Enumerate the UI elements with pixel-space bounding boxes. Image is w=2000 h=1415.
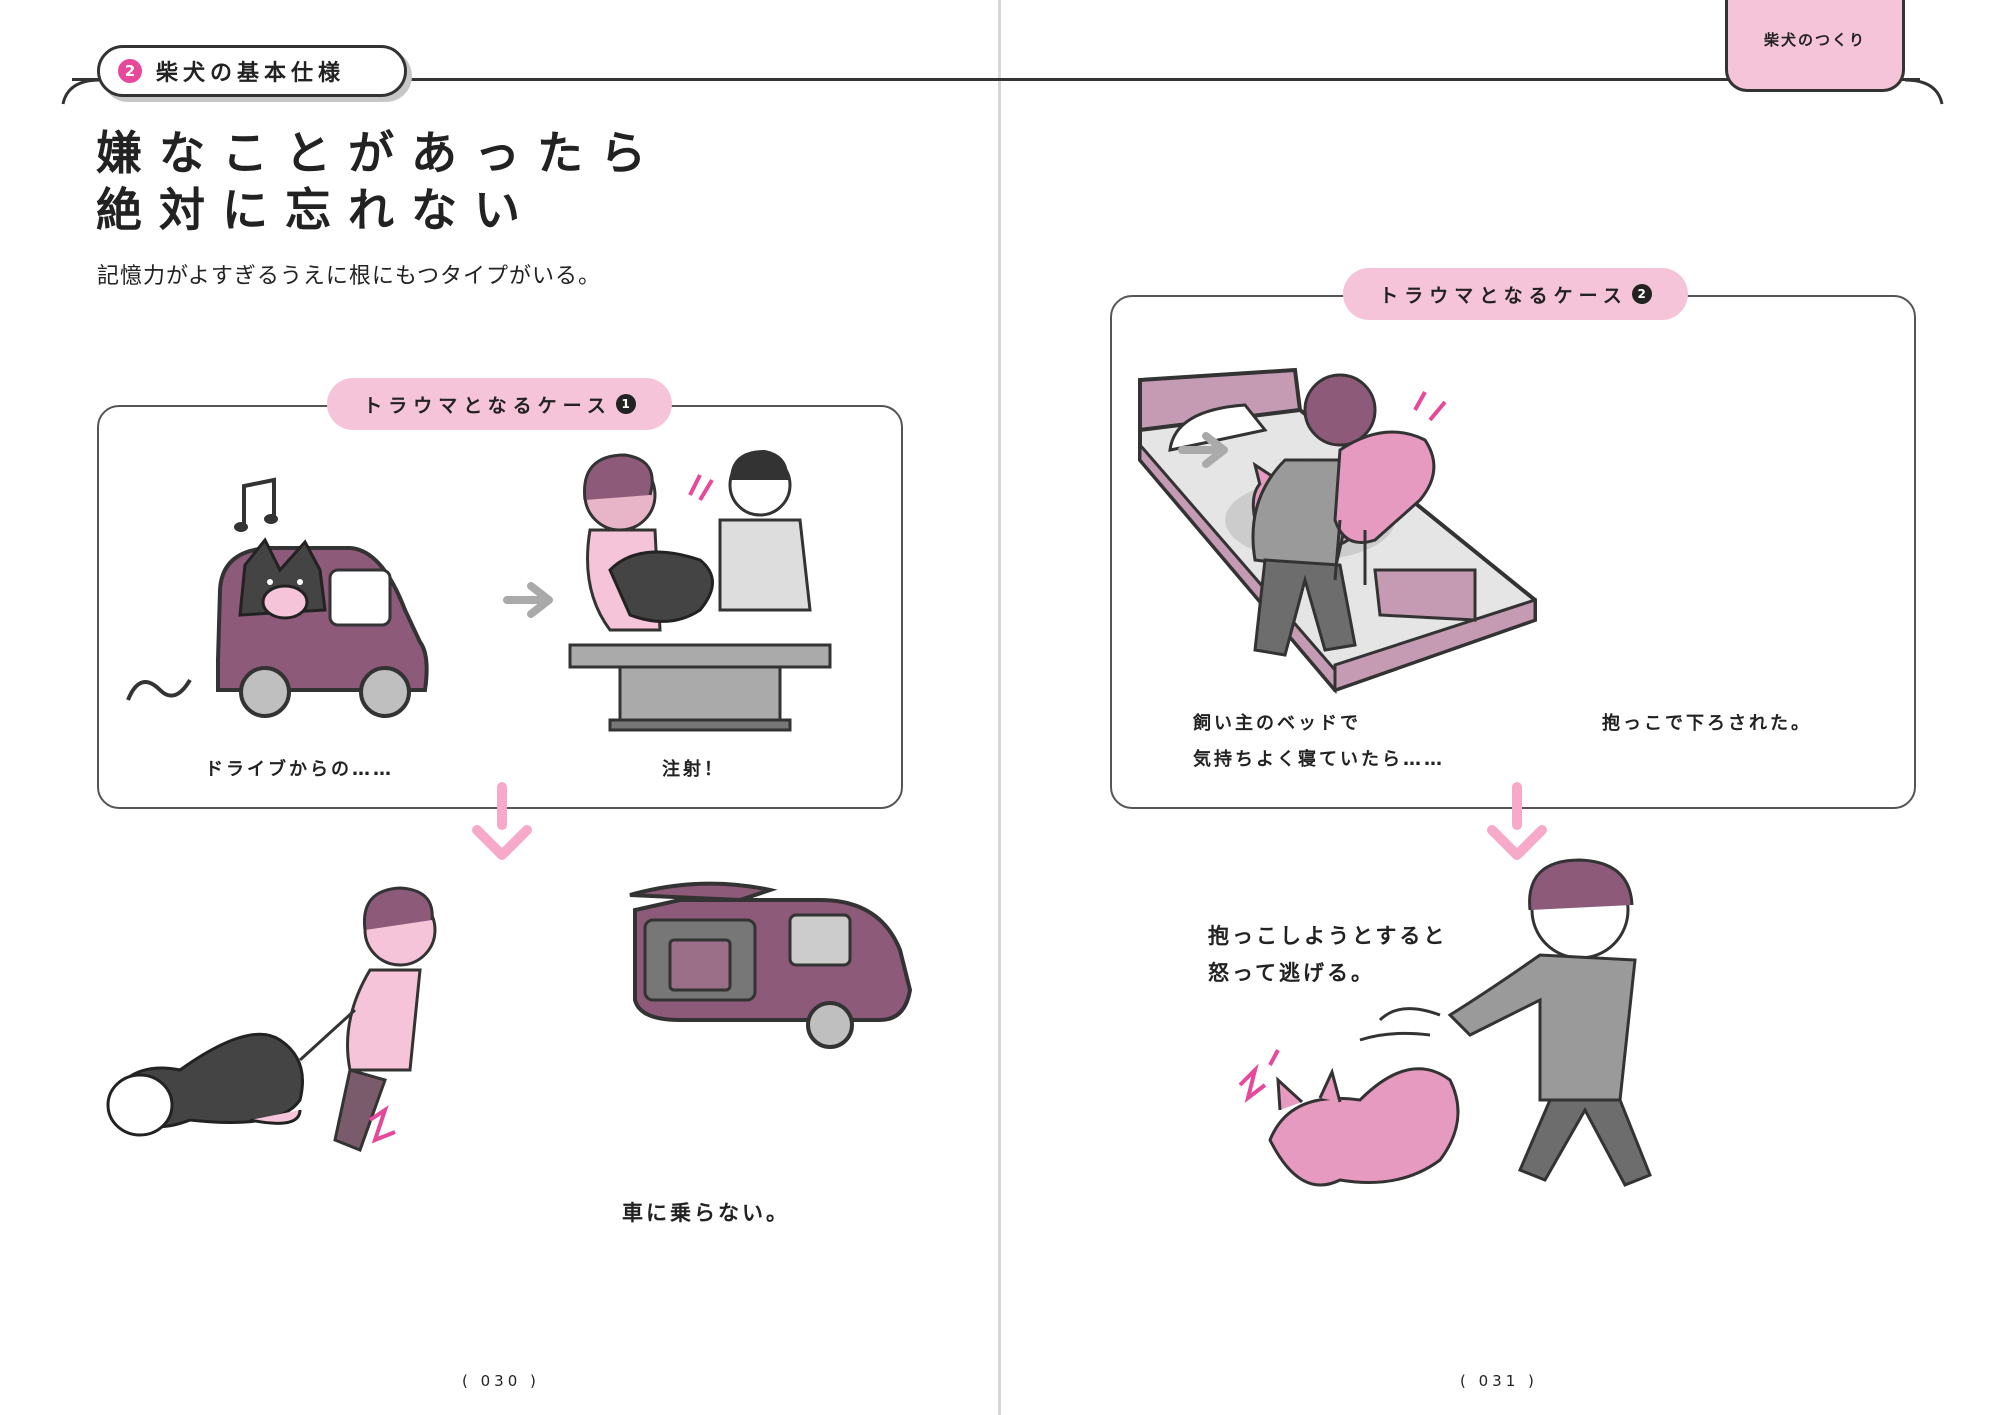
case-1-label: トラウマとなるケース [363,394,612,417]
arrow-right-icon [503,582,553,618]
page-title: 嫌なことがあったら 絶対に忘れない [96,125,663,239]
header-rule-right [1000,78,1920,81]
caption-injection: 注射！ [662,759,725,780]
arrow-down-icon-2 [1487,782,1547,860]
right-page: 柴犬のつくり トラウマとなるケース 2 飼い主のベッドで 気持ちよく寝ていたら…… [1000,0,2000,1415]
case-1-number: 1 [615,394,636,414]
music-note-icon [234,477,278,532]
section-tag-number: 2 [118,59,142,83]
vet-injection-illustration [568,450,832,732]
page-number-left: ( 030 ) [462,1372,540,1390]
section-tag: 2 柴犬の基本仕様 [97,45,407,97]
caption-drive: ドライブからの…… [205,759,394,780]
caption-escape-line-2: 怒って逃げる。 [1208,961,1375,985]
caption-escape-line-1: 抱っこしようとすると [1208,924,1448,948]
dog-refusing-car-illustration [106,886,437,1152]
case-2-label: トラウマとなるケース [1379,284,1628,307]
section-tag-label: 柴犬の基本仕様 [156,61,346,86]
page-title-line-2: 絶対に忘れない [96,183,537,237]
caption-bed-line-1: 飼い主のベッドで [1193,713,1361,734]
owner-lifting-dog-illustration [1251,373,1477,657]
header-rule [72,78,1000,81]
case-1-pill: トラウマとなるケース 1 [327,378,672,430]
case-2-number: 2 [1631,284,1652,304]
car-with-dog-illustration [126,537,429,718]
page-number-right: ( 031 ) [1460,1372,1538,1390]
dog-escaping-owner-illustration [1238,858,1652,1187]
arrow-down-icon [472,782,532,860]
page-title-line-1: 嫌なことがあったら [96,126,663,180]
caption-no-car: 車に乗らない。 [622,1201,790,1225]
caption-lifted-down: 抱っこで下ろされた。 [1602,713,1812,734]
page-gutter [998,0,1001,1415]
side-tab: 柴犬のつくり [1725,0,1905,92]
case-2-pill: トラウマとなるケース 2 [1343,268,1688,320]
caption-bed-line-2: 気持ちよく寝ていたら…… [1193,749,1445,770]
header-rule-curl [61,78,101,105]
header-rule-curl-right [1904,78,1944,105]
left-page: 2 柴犬の基本仕様 嫌なことがあったら 絶対に忘れない 記憶力がよすぎるうえに根… [61,45,1000,1390]
open-trunk-car-illustration [629,881,913,1049]
arrow-right-icon-2 [1178,432,1228,468]
page-subtitle: 記憶力がよすぎるうえに根にもつタイプがいる。 [97,264,602,289]
